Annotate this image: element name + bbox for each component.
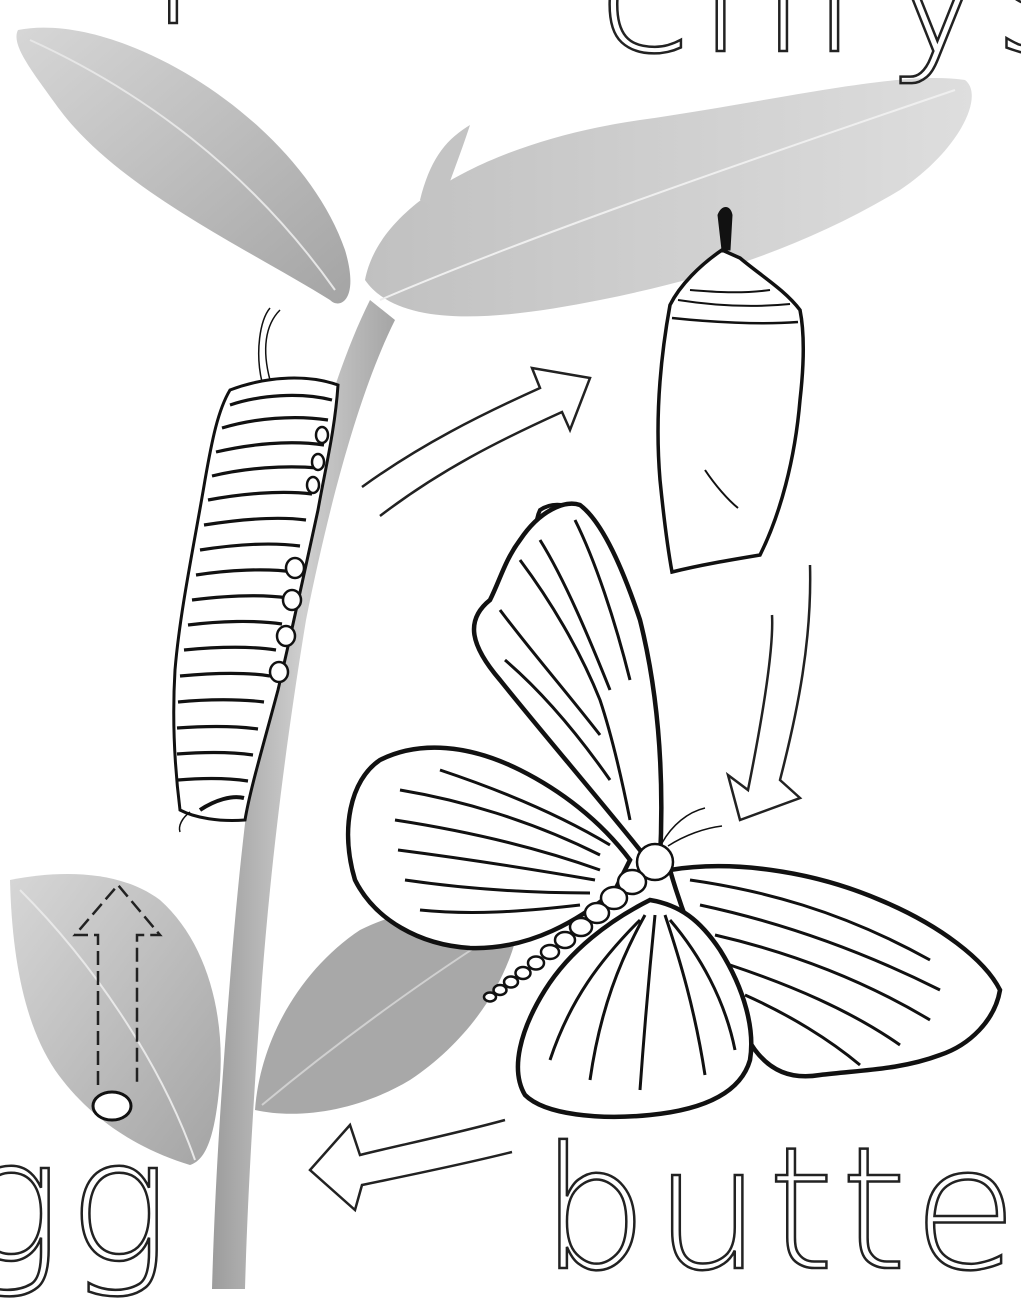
upper-right-leaf xyxy=(365,78,972,316)
tracing-word-butterfly: butterf xyxy=(540,1125,1021,1295)
arrow-left-icon xyxy=(310,1120,512,1210)
tracing-word-larva: l xyxy=(150,0,203,50)
tracing-word-egg: gg xyxy=(0,1118,176,1288)
chrysalis-body xyxy=(658,250,803,572)
upper-left-leaf xyxy=(16,28,350,304)
arrow-down-icon xyxy=(728,565,810,820)
arrow-up-right-icon xyxy=(362,368,590,516)
tracing-word-chrysalis: chrysa xyxy=(598,0,1021,78)
